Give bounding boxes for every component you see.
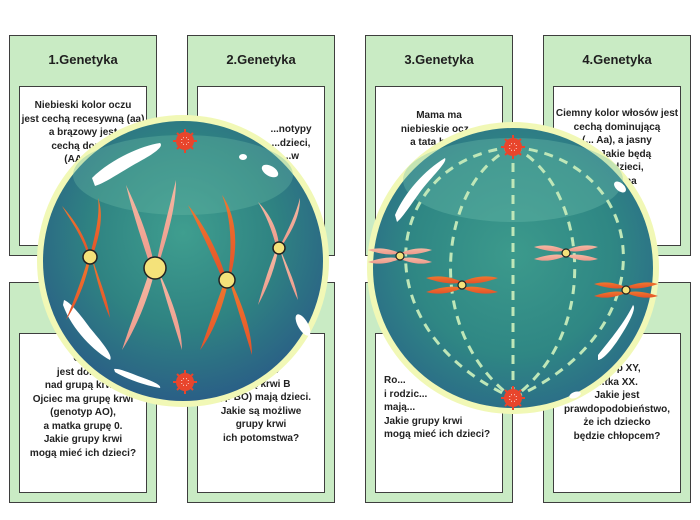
card-title: 1.Genetyka (48, 52, 118, 67)
card-1: 1.Genetyka Niebieski kolor oczu jest cec… (9, 35, 157, 256)
card-question: Ro... i rodzic... mają... Jakie grupy kr… (384, 375, 491, 440)
card-title: 3.Genetyka (404, 52, 474, 67)
card-3: 3.Genetyka Mama ma niebieskie ocz... a t… (365, 35, 513, 256)
card-question-box: Ciemny kolor włosów jest cechą dominując… (553, 86, 681, 246)
card-question-box: Niebieski kolor oczu jest cechą recesywn… (19, 86, 147, 246)
card-2: 2.Genetyka ...notypy ...dzieci, ...w (187, 35, 335, 256)
card-5: Gr... jest domi... nad grupą krw... Ojci… (9, 282, 157, 503)
card-question: Niebieski kolor oczu jest cechą recesywn… (21, 100, 145, 206)
card-6: ...wi AB ...upą krwi B ...yp BO) mają dz… (187, 282, 335, 503)
card-question-box: ...otyp XY, ...tka XX. Jakie jest prawdo… (553, 333, 681, 493)
card-question-box: ...notypy ...dzieci, ...w (197, 86, 325, 246)
card-title: 4.Genetyka (582, 52, 652, 67)
card-7: Ro... i rodzic... mają... Jakie grupy kr… (365, 282, 513, 503)
card-question: ...wi AB ...upą krwi B ...yp BO) mają dz… (210, 365, 312, 444)
card-title: 2.Genetyka (226, 52, 296, 67)
card-4: 4.Genetyka Ciemny kolor włosów jest cech… (543, 35, 691, 256)
card-question: Gr... jest domi... nad grupą krw... Ojci… (29, 353, 137, 459)
card-question-box: Ro... i rodzic... mają... Jakie grupy kr… (375, 333, 503, 493)
card-question-box: Gr... jest domi... nad grupą krw... Ojci… (19, 333, 147, 493)
card-question: ...notypy ...dzieci, ...w (270, 124, 312, 162)
card-question-box: ...wi AB ...upą krwi B ...yp BO) mają dz… (197, 333, 325, 493)
card-question: Ciemny kolor włosów jest cechą dominując… (555, 108, 679, 200)
card-8: ...otyp XY, ...tka XX. Jakie jest prawdo… (543, 282, 691, 503)
card-question: ...otyp XY, ...tka XX. Jakie jest prawdo… (563, 363, 671, 442)
card-question-box: Mama ma niebieskie ocz... a tata braz... (375, 86, 503, 246)
card-question: Mama ma niebieskie ocz... a tata braz... (400, 110, 478, 148)
